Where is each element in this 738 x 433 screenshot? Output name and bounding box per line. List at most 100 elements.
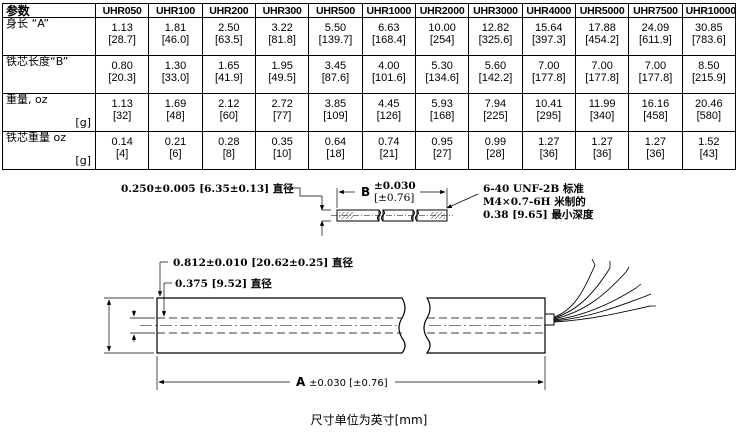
- value-inch: 16.16: [641, 98, 670, 110]
- value-inch: 1.27: [644, 136, 667, 148]
- table-cell: 1.95[49.5]: [254, 55, 310, 94]
- model-header: UHR7500: [628, 3, 683, 18]
- value-mm: [49.5]: [268, 72, 296, 84]
- value-mm: [580]: [696, 110, 722, 122]
- table-cell: 7.00[177.8]: [628, 55, 683, 94]
- value-mm: [27]: [432, 148, 452, 160]
- table-cell: 12.82[325.6]: [468, 17, 523, 56]
- b-label: B: [361, 185, 370, 199]
- table-cell: 0.95[27]: [414, 131, 470, 170]
- value-inch: 1.95: [271, 60, 293, 72]
- value-mm: [32]: [112, 110, 132, 122]
- value-mm: [340]: [589, 110, 615, 122]
- table-cell: 7.94[225]: [468, 93, 523, 132]
- value-mm: [18]: [326, 148, 345, 160]
- table-cell: 20.46[580]: [681, 93, 737, 132]
- thread-line1: 6-40 UNF-2B 标准: [483, 182, 584, 195]
- model-header: UHR4000: [521, 3, 576, 18]
- value-mm: [21]: [379, 148, 398, 160]
- value-inch: 0.35: [271, 136, 293, 148]
- value-inch: 0.28: [218, 136, 240, 148]
- param-header: 参数: [2, 3, 96, 18]
- a-label: A: [296, 375, 306, 389]
- value-inch: 1.65: [218, 60, 240, 72]
- table-cell: 0.14[4]: [94, 131, 150, 170]
- table-cell: 0.35[10]: [254, 131, 310, 170]
- value-inch: 7.00: [591, 60, 613, 72]
- value-inch: 1.69: [164, 98, 187, 110]
- value-inch: 8.50: [698, 60, 720, 72]
- a-tolerance: ±0.030 [±0.76]: [309, 378, 388, 389]
- row-label: 重量, oz[g]: [2, 93, 96, 132]
- table-cell: 16.16[458]: [628, 93, 683, 132]
- value-inch: 5.30: [431, 60, 453, 72]
- body-diameter-dimension: 0.812±0.010 [20.62±0.25] 直径: [104, 256, 354, 354]
- value-mm: [134.6]: [425, 72, 459, 84]
- table-row: 身长 “A”1.13[28.7]1.81[46.0]2.50[63.5]3.22…: [2, 17, 737, 56]
- value-inch: 7.00: [538, 60, 560, 72]
- value-mm: [36]: [646, 148, 665, 160]
- table-cell: 5.50[139.7]: [308, 17, 363, 56]
- table-cell: 0.64[18]: [308, 131, 363, 170]
- value-inch: 11.99: [588, 98, 616, 110]
- value-inch: 3.45: [324, 60, 347, 72]
- table-cell: 3.85[109]: [308, 93, 363, 132]
- table-row: 重量, oz[g]1.13[32]1.69[48]2.12[60]2.72[77…: [2, 93, 737, 132]
- table-cell: 1.30[33.0]: [148, 55, 203, 94]
- value-inch: 1.27: [538, 136, 560, 148]
- value-mm: [225]: [483, 110, 508, 122]
- value-mm: [81.8]: [268, 34, 296, 46]
- table-cell: 0.74[21]: [361, 131, 416, 170]
- value-mm: [454.2]: [585, 34, 619, 46]
- value-inch: 5.60: [484, 60, 507, 72]
- value-inch: 7.00: [644, 60, 667, 72]
- value-mm: [63.5]: [215, 34, 243, 46]
- value-inch: 1.52: [698, 136, 720, 148]
- table-cell: 1.69[48]: [148, 93, 203, 132]
- bore-diameter-dimension: 0.375 [9.52] 直径: [130, 277, 272, 342]
- value-mm: [4]: [116, 148, 129, 160]
- value-inch: 0.64: [324, 136, 347, 148]
- value-mm: [215.9]: [691, 72, 726, 84]
- value-inch: 17.88: [588, 22, 616, 34]
- table-cell: 1.27[36]: [628, 131, 683, 170]
- value-mm: [458]: [643, 110, 668, 122]
- value-mm: [41.9]: [215, 72, 243, 84]
- table-cell: 15.64[397.3]: [521, 17, 576, 56]
- value-mm: [177.8]: [531, 72, 566, 84]
- row-label-text: 铁芯长度“B”: [6, 55, 69, 68]
- value-inch: 0.21: [164, 136, 187, 148]
- value-inch: 0.14: [111, 136, 133, 148]
- row-label-text: 重量, oz: [6, 93, 48, 106]
- core-length-dimension: B ±0.030 [±0.76]: [336, 180, 448, 208]
- value-inch: 7.94: [484, 98, 507, 110]
- value-inch: 12.82: [481, 22, 510, 34]
- value-inch: 0.74: [378, 136, 400, 148]
- value-mm: [295]: [536, 110, 562, 122]
- value-mm: [177.8]: [638, 72, 673, 84]
- model-header: UHR2000: [414, 3, 470, 18]
- value-mm: [168]: [429, 110, 455, 122]
- table-row: 铁芯重量 oz[g]0.14[4]0.21[6]0.28[8]0.35[10]0…: [2, 131, 737, 170]
- model-header: UHR100: [148, 3, 203, 18]
- table-cell: 8.50[215.9]: [681, 55, 737, 94]
- model-header: UHR050: [94, 3, 150, 18]
- value-mm: [254]: [429, 34, 455, 46]
- table-cell: 1.65[41.9]: [201, 55, 256, 94]
- model-header: UHR500: [308, 3, 363, 18]
- value-mm: [101.6]: [371, 72, 406, 84]
- table-cell: 2.12[60]: [201, 93, 256, 132]
- value-inch: 10.00: [428, 22, 456, 34]
- table-cell: 1.13[32]: [94, 93, 150, 132]
- table-cell: 1.27[36]: [574, 131, 630, 170]
- value-inch: 5.50: [324, 22, 347, 34]
- value-mm: [43]: [699, 148, 718, 160]
- value-inch: 1.13: [111, 98, 133, 110]
- row-label-text: 铁芯重量 oz: [6, 131, 67, 144]
- value-mm: [8]: [222, 148, 235, 160]
- value-inch: 30.85: [695, 22, 723, 34]
- value-inch: 20.46: [695, 98, 723, 110]
- value-mm: [28.7]: [108, 34, 136, 46]
- b-tolerance-mm: [±0.76]: [374, 192, 414, 204]
- table-cell: 10.00[254]: [414, 17, 470, 56]
